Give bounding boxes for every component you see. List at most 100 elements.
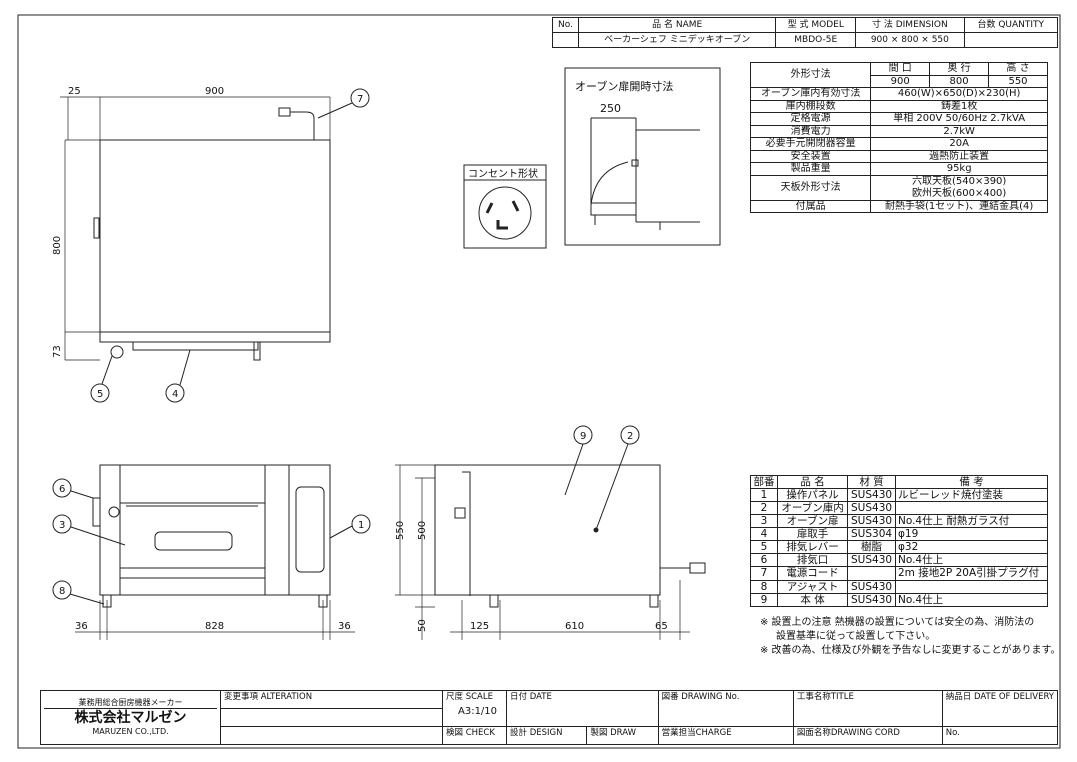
dim-800: 800 — [52, 236, 63, 255]
balloon-6: 6 — [59, 484, 65, 495]
spec-label: 必要手元開閉器容量 — [749, 137, 872, 151]
alteration-row — [220, 726, 443, 745]
parts-cell: 電源コード — [777, 566, 849, 581]
tray-size: 欧州天板(600×400) — [911, 187, 1007, 199]
col-dimension: 寸 法 DIMENSION — [855, 17, 965, 33]
col-quantity: 台数 QUANTITY — [963, 17, 1059, 33]
parts-cell: オーブン扉 — [777, 514, 849, 529]
spec-value: 20A — [870, 137, 1048, 151]
spec-value: 550 — [988, 74, 1048, 88]
sheet-border — [17, 14, 1061, 749]
parts-cell: φ19 — [894, 527, 1049, 542]
parts-cell: SUS430 — [847, 501, 896, 516]
date-label: 日付 DATE — [506, 690, 659, 727]
parts-cell: 1 — [749, 488, 779, 503]
parts-cell: SUS430 — [847, 553, 896, 568]
parts-cell: 8 — [749, 579, 779, 594]
parts-cell: オーブン庫内 — [777, 501, 849, 516]
door-open-box: オーブン扉開時寸法 250 — [564, 67, 721, 246]
outlet-plug-icon — [478, 186, 532, 240]
parts-cell: SUS430 — [847, 514, 896, 529]
parts-cell: 扉取手 — [777, 527, 849, 542]
spec-label: 消費電力 — [749, 124, 872, 138]
dim-36-right: 36 — [338, 621, 351, 632]
parts-cell: 5 — [749, 540, 779, 555]
spec-value: 900 — [870, 74, 931, 88]
outlet-title: コンセント形状 — [468, 167, 538, 180]
parts-cell: 9 — [749, 592, 779, 607]
dim-73: 73 — [52, 345, 63, 358]
dim-250: 250 — [600, 102, 621, 115]
tray-size: 六取天板(540×390) — [911, 175, 1007, 187]
no-label: No. — [941, 726, 1059, 745]
parts-cell: 2 — [749, 501, 779, 516]
balloon-5: 5 — [97, 389, 103, 400]
draw-label: 製図 DRAW — [586, 726, 659, 745]
spec-label: 庫内棚段数 — [749, 99, 872, 113]
scale-label: 尺度 SCALE — [446, 692, 493, 702]
spec-value: 2.7kW — [870, 124, 1048, 138]
dim-828: 828 — [205, 621, 224, 632]
spec-label: 定格電源 — [749, 112, 872, 126]
parts-cell: 本 体 — [777, 592, 849, 607]
scale-value: A3:1/10 — [458, 706, 498, 717]
spec-value: 耐熱手袋(1セット)、連結金具(4) — [870, 199, 1048, 213]
side-view: 550 500 50 125 610 65 — [395, 464, 706, 640]
spec-value: 単相 200V 50/60Hz 2.7kVA — [870, 112, 1048, 126]
balloon-7: 7 — [357, 94, 363, 105]
balloon-3: 3 — [59, 520, 65, 531]
parts-header: 部番品 名材 質備 考 — [749, 474, 1049, 490]
spec-label: 付属品 — [749, 199, 872, 213]
col-no: No. — [551, 17, 580, 33]
spec-value: 過熱防止装置 — [870, 149, 1048, 163]
parts-cell: φ32 — [894, 540, 1049, 555]
dim-50: 50 — [417, 619, 428, 632]
parts-cell: No.4仕上 耐熱ガラス付 — [894, 514, 1049, 529]
parts-cell: 3 — [749, 514, 779, 529]
spec-value: 六取天板(540×390)欧州天板(600×400) — [870, 174, 1048, 201]
balloon-8: 8 — [59, 586, 65, 597]
parts-cell: 品 名 — [777, 474, 849, 490]
notes: ※ 設置上の注意 熱機器の設置については安全の為、消防法の 設置基準に従って設置… — [760, 616, 1061, 658]
spec-value: 800 — [929, 74, 990, 88]
dim-36-left: 36 — [75, 621, 88, 632]
balloons: 7 5 4 6 3 8 1 9 2 — [52, 88, 640, 605]
parts-cell: 排気口 — [777, 553, 849, 568]
dim-25: 25 — [68, 86, 81, 97]
spec-label: 外形寸法 — [749, 62, 872, 88]
parts-cell: アジャスト — [777, 579, 849, 594]
spec-value: 95kg — [870, 162, 1048, 176]
alteration-label: 変更事項 ALTERATION — [220, 690, 443, 709]
product-model: MBDO-5E — [775, 32, 857, 48]
company-name: 株式会社マルゼン — [74, 710, 187, 726]
spec-label: 製品重量 — [749, 162, 872, 176]
product-name: ベーカーシェフ ミニデッキオーブン — [578, 32, 777, 48]
dim-500: 500 — [417, 521, 428, 540]
parts-cell: SUS430 — [847, 488, 896, 503]
title-label: 工事名称TITLE — [792, 690, 943, 727]
plan-view: 25 900 800 73 — [52, 86, 331, 361]
parts-cell: No.4仕上 — [894, 553, 1049, 568]
scale-cell: 尺度 SCALE A3:1/10 — [442, 690, 507, 727]
parts-cell — [894, 579, 1049, 594]
spec-label: 天板外形寸法 — [749, 174, 872, 201]
parts-cell — [894, 501, 1049, 516]
parts-cell: ルビーレッド焼付塗装 — [894, 488, 1049, 503]
check-label: 検図 CHECK — [442, 726, 507, 745]
balloon-2: 2 — [627, 431, 633, 442]
design-label: 設計 DESIGN — [505, 726, 588, 745]
delivery-label: 納品日 DATE OF DELIVERY — [941, 690, 1059, 727]
dim-610: 610 — [565, 621, 584, 632]
